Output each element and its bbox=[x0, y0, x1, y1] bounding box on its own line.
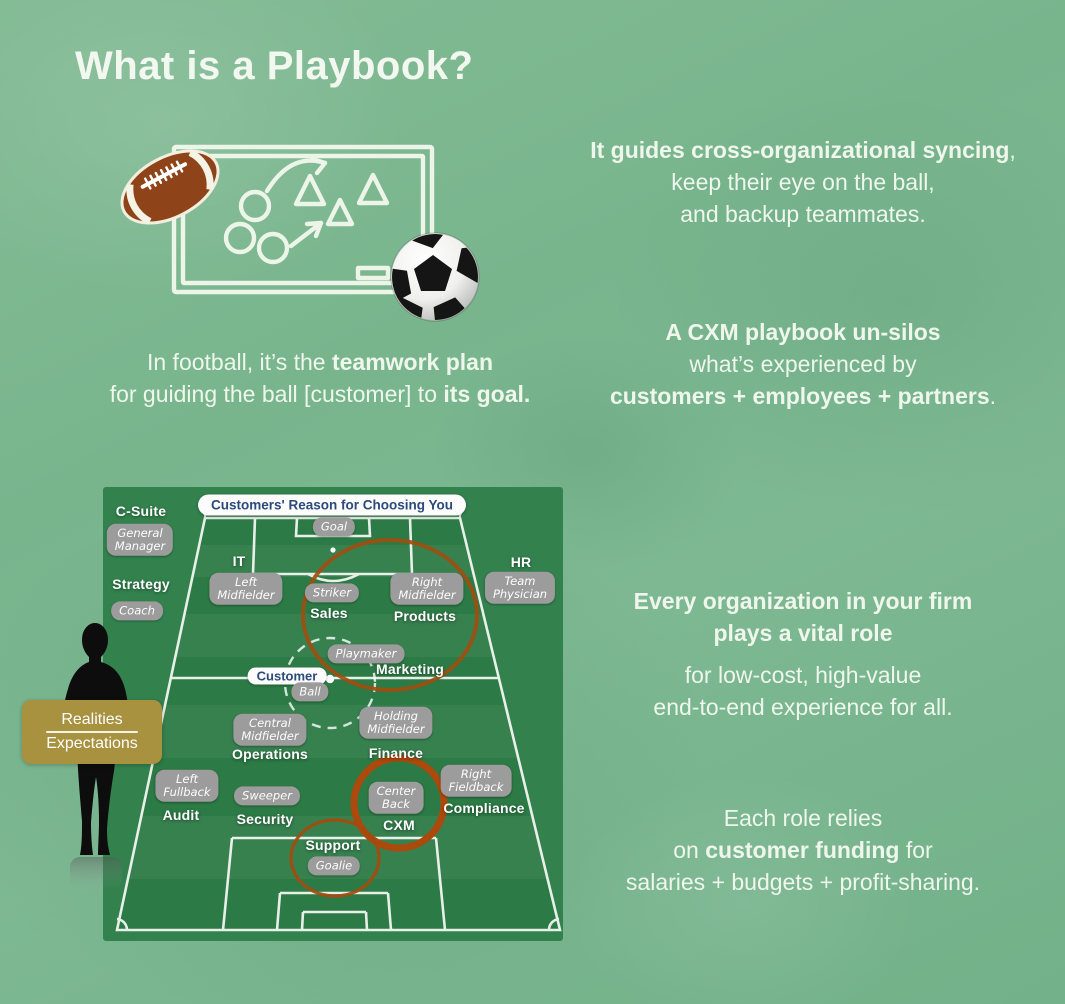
text-line: customers + employees + partners. bbox=[609, 383, 997, 409]
playbook-whiteboard-icon bbox=[171, 144, 435, 295]
american-football-icon bbox=[120, 149, 220, 225]
customer-label: Customer bbox=[247, 667, 327, 685]
field-org-hr: HR bbox=[510, 554, 532, 570]
text-line: Each role relies bbox=[723, 805, 883, 831]
text-line: end-to-end experience for all. bbox=[653, 694, 953, 720]
divider bbox=[46, 731, 138, 733]
field-tag-ball: Ball bbox=[291, 682, 329, 702]
text-line: for low-cost, high-value bbox=[684, 662, 922, 688]
highlight-circle-cxm bbox=[350, 754, 448, 852]
field-org-cxm: CXM bbox=[383, 817, 415, 833]
text-block-vital-role: Every organization in your firm plays a v… bbox=[533, 585, 1065, 723]
expectations-label: Expectations bbox=[46, 735, 138, 752]
field-tag-right-midfielder: Right Midfielder bbox=[390, 572, 464, 606]
text-line: what’s experienced by bbox=[689, 351, 917, 377]
field-org-c-suite: C-Suite bbox=[115, 503, 167, 519]
text-line: In football, it’s the teamwork plan bbox=[146, 349, 493, 375]
highlight-circle-marketing bbox=[301, 538, 479, 692]
text-line: and backup teammates. bbox=[680, 201, 926, 227]
text-line: plays a vital role bbox=[713, 620, 893, 646]
field-tag-goal: Goal bbox=[312, 517, 356, 537]
playbook-illustration bbox=[120, 144, 480, 322]
field-org-it: IT bbox=[232, 553, 246, 569]
field-tag-holding-midfielder: Holding Midfielder bbox=[359, 706, 433, 740]
field-tag-playmaker: Playmaker bbox=[327, 644, 405, 664]
text-line: salaries + budgets + profit-sharing. bbox=[625, 869, 981, 895]
field-org-products: Products bbox=[393, 608, 457, 624]
field-org-compliance: Compliance bbox=[443, 800, 525, 816]
page-title: What is a Playbook? bbox=[75, 44, 474, 88]
field-org-security: Security bbox=[236, 811, 294, 827]
field-org-marketing: Marketing bbox=[376, 661, 444, 677]
pitch-drawing bbox=[115, 506, 562, 932]
text-block-unsilos: A CXM playbook un-silos what’s experience… bbox=[533, 316, 1065, 412]
text-line: keep their eye on the ball, bbox=[671, 169, 935, 195]
field-org-strategy: Strategy bbox=[112, 576, 170, 592]
field-tag-left-midfielder: Left Midfielder bbox=[209, 572, 283, 606]
field-banner: Customers' Reason for Choosing You bbox=[198, 494, 466, 516]
text-line: It guides cross-organizational syncing, bbox=[590, 137, 1016, 163]
field-org-operations: Operations bbox=[232, 746, 308, 762]
realities-expectations-box: Realities Expectations bbox=[22, 700, 162, 764]
field-diagram: Customers' Reason for Choosing You Custo… bbox=[103, 487, 563, 941]
field-tag-central-midfielder: Central Midfielder bbox=[233, 713, 307, 747]
field-tag-left-fullback: Left Fullback bbox=[155, 769, 219, 803]
soccer-ball-icon bbox=[390, 232, 480, 322]
field-tag-right-fieldback: Right Fieldback bbox=[440, 764, 512, 798]
field-org-finance: Finance bbox=[368, 745, 424, 761]
text-block-funding: Each role relies on customer funding for s… bbox=[533, 802, 1065, 898]
field-tag-team-physician: Team Physician bbox=[484, 571, 556, 605]
field-tag-goalie: Goalie bbox=[307, 856, 361, 876]
text-block-caption-football: In football, it’s the teamwork plan for g… bbox=[50, 346, 590, 410]
field-tag-center-back: Center Back bbox=[368, 781, 424, 815]
text-line: A CXM playbook un-silos bbox=[665, 319, 941, 345]
field-org-sales: Sales bbox=[310, 605, 348, 621]
realities-label: Realities bbox=[61, 711, 123, 728]
field-tag-sweeper: Sweeper bbox=[234, 786, 300, 806]
text-block-guides: It guides cross-organizational syncing, k… bbox=[533, 134, 1065, 230]
field-org-audit: Audit bbox=[162, 807, 200, 823]
field-tag-coach: Coach bbox=[111, 601, 163, 621]
highlight-circle-goalie bbox=[289, 818, 381, 898]
field-org-support: Support bbox=[305, 837, 361, 853]
text-line: on customer funding for bbox=[673, 837, 933, 863]
text-line: for guiding the ball [customer] to its g… bbox=[109, 381, 531, 407]
text-line: Every organization in your firm bbox=[633, 588, 973, 614]
field-tag-general-manager: General Manager bbox=[106, 523, 174, 557]
field-tag-striker: Striker bbox=[304, 583, 360, 603]
